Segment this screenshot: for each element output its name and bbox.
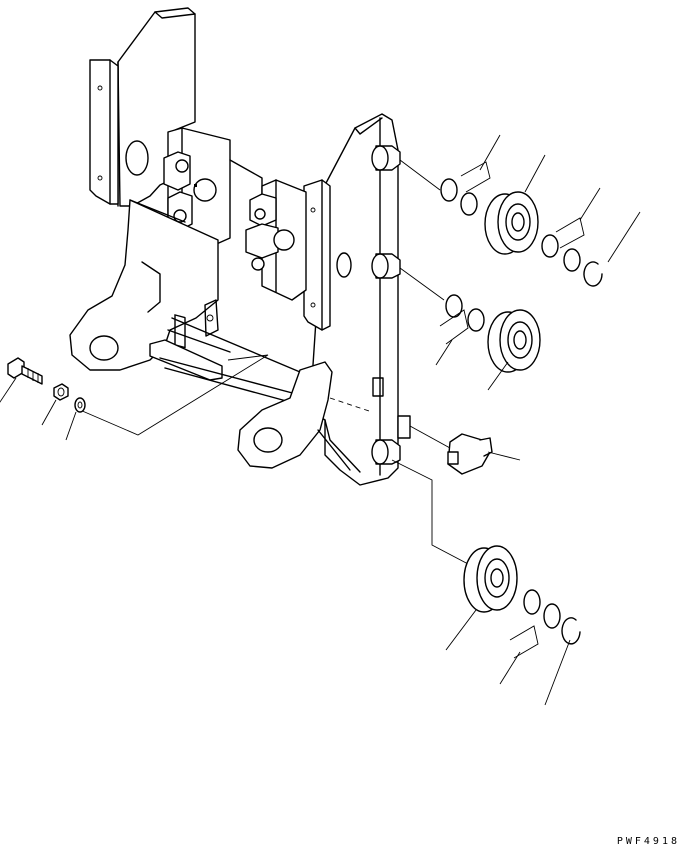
upper-outer-shims: [541, 187, 601, 272]
upper-snap-ring: [583, 211, 641, 287]
assembly-lines: [79, 159, 471, 566]
upper-shims: [440, 161, 491, 216]
right-frame-plate: [303, 113, 411, 486]
lower-snap-ring: [544, 617, 581, 706]
lower-roller-bearing: [445, 545, 518, 651]
side-roller: [447, 433, 521, 475]
lower-frame: [69, 199, 301, 403]
right-bracket-block: [245, 179, 307, 301]
middle-pin: [371, 253, 401, 279]
bolt: [0, 357, 43, 403]
washer: [65, 397, 86, 441]
lower-pin: [371, 439, 401, 465]
middle-roller-bearing: [487, 309, 541, 391]
lower-right-arm: [237, 361, 361, 473]
upper-roller-bearing: [479, 134, 546, 255]
lower-shims: [499, 589, 561, 685]
upper-pin: [371, 145, 401, 171]
nut: [41, 383, 69, 426]
drawing-code: PWF4918: [616, 836, 680, 847]
middle-shims: [435, 294, 485, 366]
left-bracket-block: [163, 127, 263, 247]
left-frame-plate: [89, 7, 196, 207]
